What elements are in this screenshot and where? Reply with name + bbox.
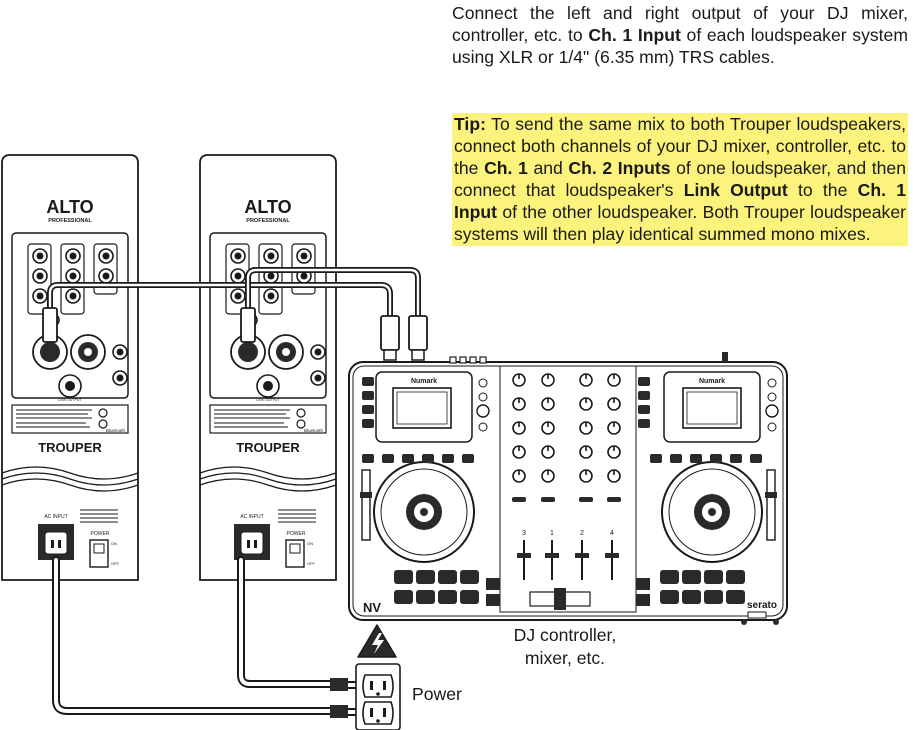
speaker-1-power-label: POWER xyxy=(91,531,110,537)
tip-bold-ch1: Ch. 1 xyxy=(484,158,528,178)
channel-number: 3 xyxy=(522,530,526,537)
power-outlet-icon xyxy=(355,663,401,730)
speaker-2-jack-icon xyxy=(230,288,246,304)
xlr-connector-icon xyxy=(42,307,428,361)
intro-text-2: of each loudspeaker system using XLR or … xyxy=(452,25,908,67)
right-play-button-icon xyxy=(636,594,650,606)
tip-text-3: of one loudspeaker, and then connect tha… xyxy=(454,158,906,200)
speaker-1-ac-input-label: AC INPUT xyxy=(44,514,67,520)
speaker-1-model-name: TROUPER xyxy=(38,440,102,455)
serato-logo: serato xyxy=(747,600,777,611)
speaker-2-indicator-icon xyxy=(296,419,306,429)
speaker-1-indicator-icon xyxy=(98,408,108,418)
speaker-2-bluetooth-label: Bluetooth xyxy=(304,428,324,433)
speaker-1-indicator-icon xyxy=(98,419,108,429)
channel-number: 1 xyxy=(550,530,554,537)
speaker-1-brand-sub: PROFESSIONAL xyxy=(48,218,92,224)
tip-bold-ch1-input: Ch. 1 Input xyxy=(454,180,906,222)
speaker-1-jack-icon xyxy=(65,288,81,304)
power-plug-icon xyxy=(330,678,348,691)
dj-controller: Numark Numark 3 1 2 4 xyxy=(348,352,788,625)
speaker-1-link-output-label: LINK OUTPUT xyxy=(58,398,82,402)
speaker-1-jack-icon xyxy=(32,288,48,304)
tip-label: Tip: xyxy=(454,114,486,134)
speaker-1-jack-icon xyxy=(65,268,81,284)
speaker-1: ALTO PROFESSIONAL LINK OUTPUT Bluetooth xyxy=(1,154,139,581)
intro-text-1: Connect the left and right output of you… xyxy=(452,3,908,45)
channel-number: 2 xyxy=(580,530,584,537)
intro-paragraph: Connect the left and right output of you… xyxy=(452,2,908,68)
speaker-2-jack-icon xyxy=(230,248,246,264)
power-caption: Power xyxy=(412,684,462,704)
right-jog-wheel-icon xyxy=(661,461,763,563)
speaker-2-power-label: POWER xyxy=(287,531,306,537)
speaker-1-off-label: OFF xyxy=(111,561,120,566)
speaker-1-jack-icon xyxy=(65,248,81,264)
power-plug-icon xyxy=(330,705,348,718)
speaker-1-jack-icon xyxy=(32,248,48,264)
left-pitch-fader-icon xyxy=(361,469,371,541)
speaker-1-info-text-lines xyxy=(16,409,92,428)
intro-bold-ch1-input: Ch. 1 Input xyxy=(588,25,681,45)
dj-controller-caption: DJ controller, mixer, etc. xyxy=(470,624,660,670)
controller-brand-right: Numark xyxy=(699,378,725,385)
speaker-2-ac-input-label: AC INPUT xyxy=(240,514,263,520)
tip-text-5: of the other loudspeaker. Both Trouper l… xyxy=(454,202,906,244)
controller-brand-left: Numark xyxy=(411,378,437,385)
speaker-2-link-output-label: LINK OUTPUT xyxy=(256,398,280,402)
speaker-2: ALTO PROFESSIONAL LINK OUTPUT Bluetooth xyxy=(199,154,337,581)
speaker-2-on-label: ON xyxy=(307,541,313,546)
speaker-2-info-text-lines xyxy=(214,409,290,428)
speaker-1-jack-icon xyxy=(112,344,128,360)
speaker-1-jack-icon xyxy=(98,248,114,264)
left-cue-button-icon xyxy=(486,578,500,590)
channel-number: 4 xyxy=(610,530,614,537)
speaker-2-jack-icon xyxy=(230,268,246,284)
speaker-2-model-name: TROUPER xyxy=(236,440,300,455)
left-jog-wheel-icon xyxy=(373,461,475,563)
tip-text-1: To send the same mix to both Trouper lou… xyxy=(454,114,906,178)
dj-caption-line-2: mixer, etc. xyxy=(524,648,606,668)
tip-bold-ch2-inputs: Ch. 2 Inputs xyxy=(568,158,671,178)
audio-cables xyxy=(47,267,421,336)
tip-paragraph: Tip: To send the same mix to both Troupe… xyxy=(452,113,908,246)
speaker-2-jack-icon xyxy=(310,344,326,360)
left-play-button-icon xyxy=(486,594,500,606)
power-cables xyxy=(52,556,344,715)
speaker-2-indicator-icon xyxy=(296,408,306,418)
speaker-1-on-label: ON xyxy=(111,541,117,546)
right-cue-button-icon xyxy=(636,578,650,590)
speaker-2-brand: ALTO xyxy=(244,197,291,217)
tip-bold-link-output: Link Output xyxy=(683,180,788,200)
channel-fader-icon xyxy=(517,540,619,580)
speaker-1-bluetooth-label: Bluetooth xyxy=(106,428,126,433)
speaker-2-brand-sub: PROFESSIONAL xyxy=(246,218,290,224)
high-voltage-warning-icon xyxy=(357,624,397,658)
speaker-1-jack-icon xyxy=(32,268,48,284)
tip-text-2: and xyxy=(527,158,569,178)
speaker-1-brand: ALTO xyxy=(46,197,93,217)
dj-caption-line-1: DJ controller, xyxy=(513,625,617,645)
controller-model-logo: NV xyxy=(363,600,381,615)
speaker-2-off-label: OFF xyxy=(307,561,316,566)
speaker-2-jack-icon xyxy=(296,248,312,264)
right-pitch-fader-icon xyxy=(766,469,776,541)
speaker-2-jack-icon xyxy=(263,248,279,264)
tip-text-4: to the xyxy=(787,180,858,200)
speaker-1-jack-icon xyxy=(98,268,114,284)
speaker-1-jack-icon xyxy=(112,370,128,386)
speaker-2-jack-icon xyxy=(310,370,326,386)
speaker-2-jack-icon xyxy=(263,288,279,304)
